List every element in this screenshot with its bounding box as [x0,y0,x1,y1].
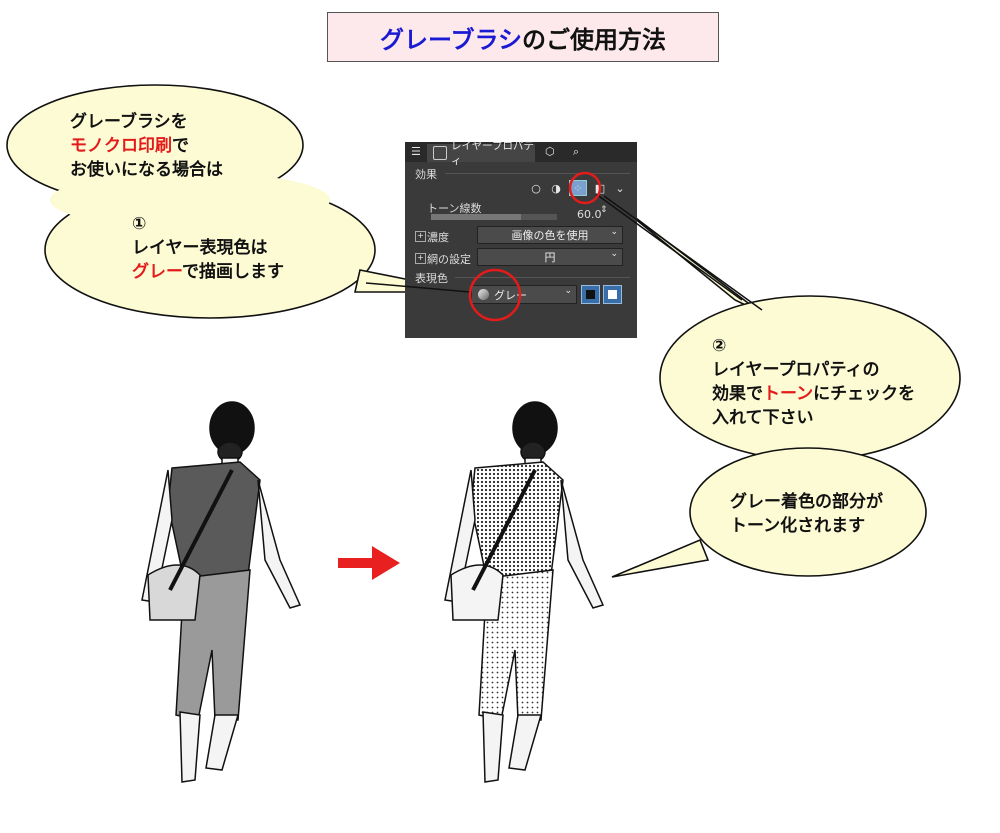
layer-icon [433,146,447,160]
tone-lines-slider[interactable] [431,214,557,220]
step-number: ② [712,336,727,356]
bubble-text-step2: ② レイヤープロパティの 効果でトーンにチェックを 入れて下さい [712,334,915,430]
white-swatch [608,290,617,299]
border-effect-icon[interactable]: ○ [531,181,541,195]
expand-mesh-icon[interactable]: + [415,253,426,264]
bubble-line: トーン化されます [730,516,866,536]
chevron-down-icon[interactable]: ⌄ [615,181,625,195]
mesh-select[interactable]: 円 ⌄ [477,248,623,266]
divider [445,173,630,174]
expression-color-select[interactable]: グレー ⌄ [471,285,577,304]
sub-color-button[interactable] [603,285,622,304]
plain-text: 効果で [712,384,763,404]
page-title: グレーブラシのご使用方法 [327,12,719,62]
highlight-text: グレー [132,262,182,282]
mesh-label: 網の設定 [427,253,471,266]
figure-after [444,401,605,783]
bubble-line: モノクロ印刷で [70,134,223,158]
bubble-line: 効果でトーンにチェックを [712,382,915,406]
arrow-right-icon [338,546,400,580]
tone-effect-icon[interactable]: ⁘ [569,180,587,196]
layer-property-panel: ☰ レイヤープロパティ ⬡ ⌕ 効果 ○ ◑ ⁘ ◧ ⌄ トーン線数 60.0 … [405,140,637,338]
bubble-line: レイヤープロパティの [712,360,880,380]
spin-icon[interactable]: ⇕ [600,205,608,215]
gray-swatch-icon [478,289,489,300]
density-label: 濃度 [427,231,449,244]
bubble-line: グレーで描画します [132,260,284,284]
plain-text: で [172,136,189,156]
main-color-button[interactable] [581,285,600,304]
divider [455,277,630,278]
bubble-text-result: グレー着色の部分が トーン化されます [730,490,883,538]
black-swatch [586,290,595,299]
extract-line-icon[interactable]: ◑ [551,181,561,195]
layers-tab-icon[interactable]: ⬡ [545,145,555,158]
bubble-line: グレーブラシを [70,112,188,132]
bubble-line: 入れて下さい [712,408,814,428]
bubble-line: お使いになる場合は [70,160,223,180]
step-number: ① [132,214,147,234]
bubble-line: レイヤー表現色は [132,238,268,258]
title-highlight: グレーブラシ [379,25,523,54]
expand-density-icon[interactable]: + [415,231,426,242]
highlight-text: トーン [763,384,814,404]
plain-text: にチェックを [813,384,916,404]
tab-layer-property[interactable]: レイヤープロパティ [427,140,535,167]
bubble-tail-bottom [611,538,710,578]
layer-color-icon[interactable]: ◧ [594,181,606,195]
chevron-down-icon: ⌄ [610,249,618,259]
tone-lines-label: トーン線数 [427,202,482,215]
expression-color-label: 表現色 [415,272,448,285]
expression-color-value: グレー [494,288,527,302]
bubble-bottom-right [689,447,927,577]
chevron-down-icon: ⌄ [564,286,572,296]
bubble-text-step1: ① レイヤー表現色は グレーで描画します [132,212,284,284]
tab-label: レイヤープロパティ [451,140,535,167]
bubble-text-intro: グレーブラシを モノクロ印刷で お使いになる場合は [70,110,223,182]
effect-label: 効果 [415,168,437,181]
density-value: 画像の色を使用 [511,229,589,242]
figure-before [141,401,302,783]
menu-icon[interactable]: ☰ [411,145,421,158]
title-rest: のご使用方法 [522,25,667,54]
plain-text: で描画します [181,262,284,282]
bubble-line: グレー着色の部分が [730,492,883,512]
chevron-down-icon: ⌄ [610,227,618,237]
slider-fill [431,214,521,220]
mesh-value: 円 [544,251,556,264]
highlight-text: モノクロ印刷 [70,136,172,156]
density-select[interactable]: 画像の色を使用 ⌄ [477,226,623,244]
tone-lines-value[interactable]: 60.0 [577,208,602,221]
search-tab-icon[interactable]: ⌕ [573,145,580,158]
panel-tabbar: ☰ レイヤープロパティ ⬡ ⌕ [405,140,637,167]
